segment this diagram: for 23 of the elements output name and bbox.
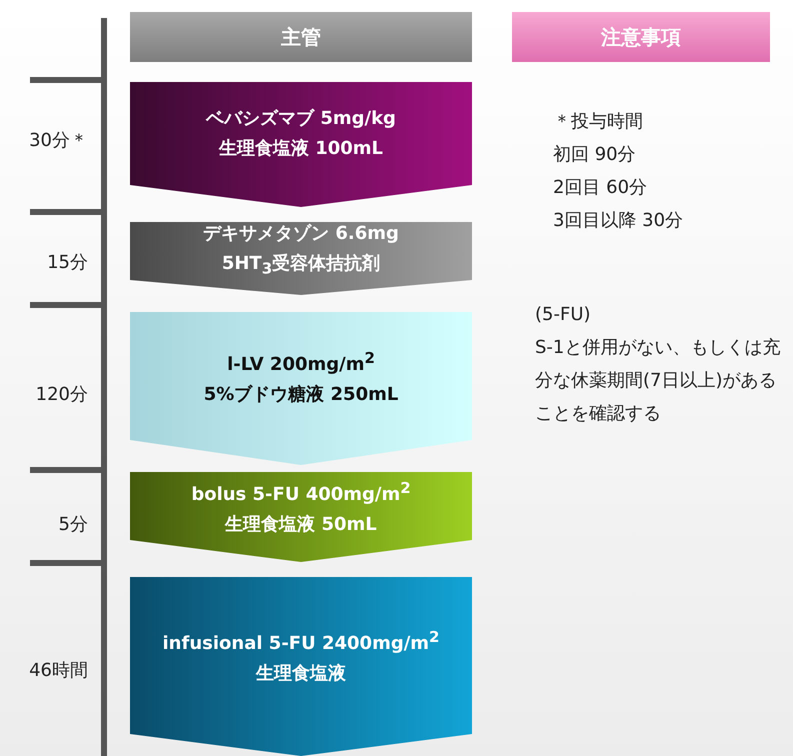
dose-text: infusional 5-FU 2400mg/m$^{2}$ <box>162 627 440 656</box>
dose-text: 5%ブドウ糖液 250mL <box>204 382 398 406</box>
note-text: ＊投与時間 <box>553 110 643 134</box>
duration-label: 30分＊ <box>28 129 88 152</box>
dose-text: 生理食塩液 100mL <box>218 136 384 160</box>
dose-text: bolus 5-FU 400mg/m$^{2}$ <box>191 478 411 506</box>
duration-label: 5分 <box>58 513 88 536</box>
dose-text: デキサメタゾン 6.6mg <box>203 222 399 246</box>
note-text: 3回目以降 30分 <box>553 209 684 233</box>
dose-text: l-LV 200mg/m$^{2}$ <box>227 348 375 376</box>
duration-label: 15分 <box>46 251 88 274</box>
dose-text: 5HT$_{3}$受容体拮抗剤 <box>222 252 380 280</box>
dose-text: 生理食塩液 <box>256 662 346 686</box>
note-text: 2回目 60分 <box>553 176 648 200</box>
duration-label: 120分 <box>34 383 88 406</box>
dose-text: 生理食塩液 50mL <box>225 512 377 536</box>
column-header: 主管 <box>130 12 472 62</box>
column-header: 注意事項 <box>512 12 770 62</box>
note-text: (5-FU) <box>535 303 591 327</box>
duration-label: 46時間 <box>28 659 88 682</box>
dose-text: ベバシズマブ 5mg/kg <box>206 106 396 130</box>
note-text: S-1と併用がない、もしくは充分な休薬期間(7日以上)があることを確認する <box>535 336 782 426</box>
note-text: 初回 90分 <box>553 143 636 167</box>
